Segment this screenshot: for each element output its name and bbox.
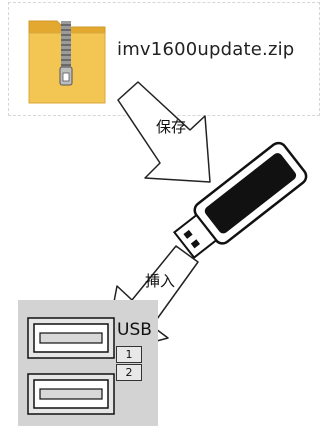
save-arrow	[117, 81, 211, 183]
usb-port-1	[27, 317, 115, 359]
file-card: imv1600update.zip	[8, 2, 320, 116]
port-number-1: 1	[116, 346, 142, 363]
usb-ports-drawing	[27, 317, 115, 415]
usb-port-2	[27, 373, 115, 415]
usb-stick-icon	[172, 141, 308, 259]
port-number-2: 2	[116, 364, 142, 381]
usb-label: USB	[117, 320, 152, 340]
usb-port-panel	[18, 300, 158, 426]
insert-step-label: 挿入	[145, 272, 176, 290]
save-step-label: 保存	[156, 118, 187, 136]
file-name: imv1600update.zip	[117, 39, 295, 60]
zip-folder-icon	[28, 20, 106, 104]
